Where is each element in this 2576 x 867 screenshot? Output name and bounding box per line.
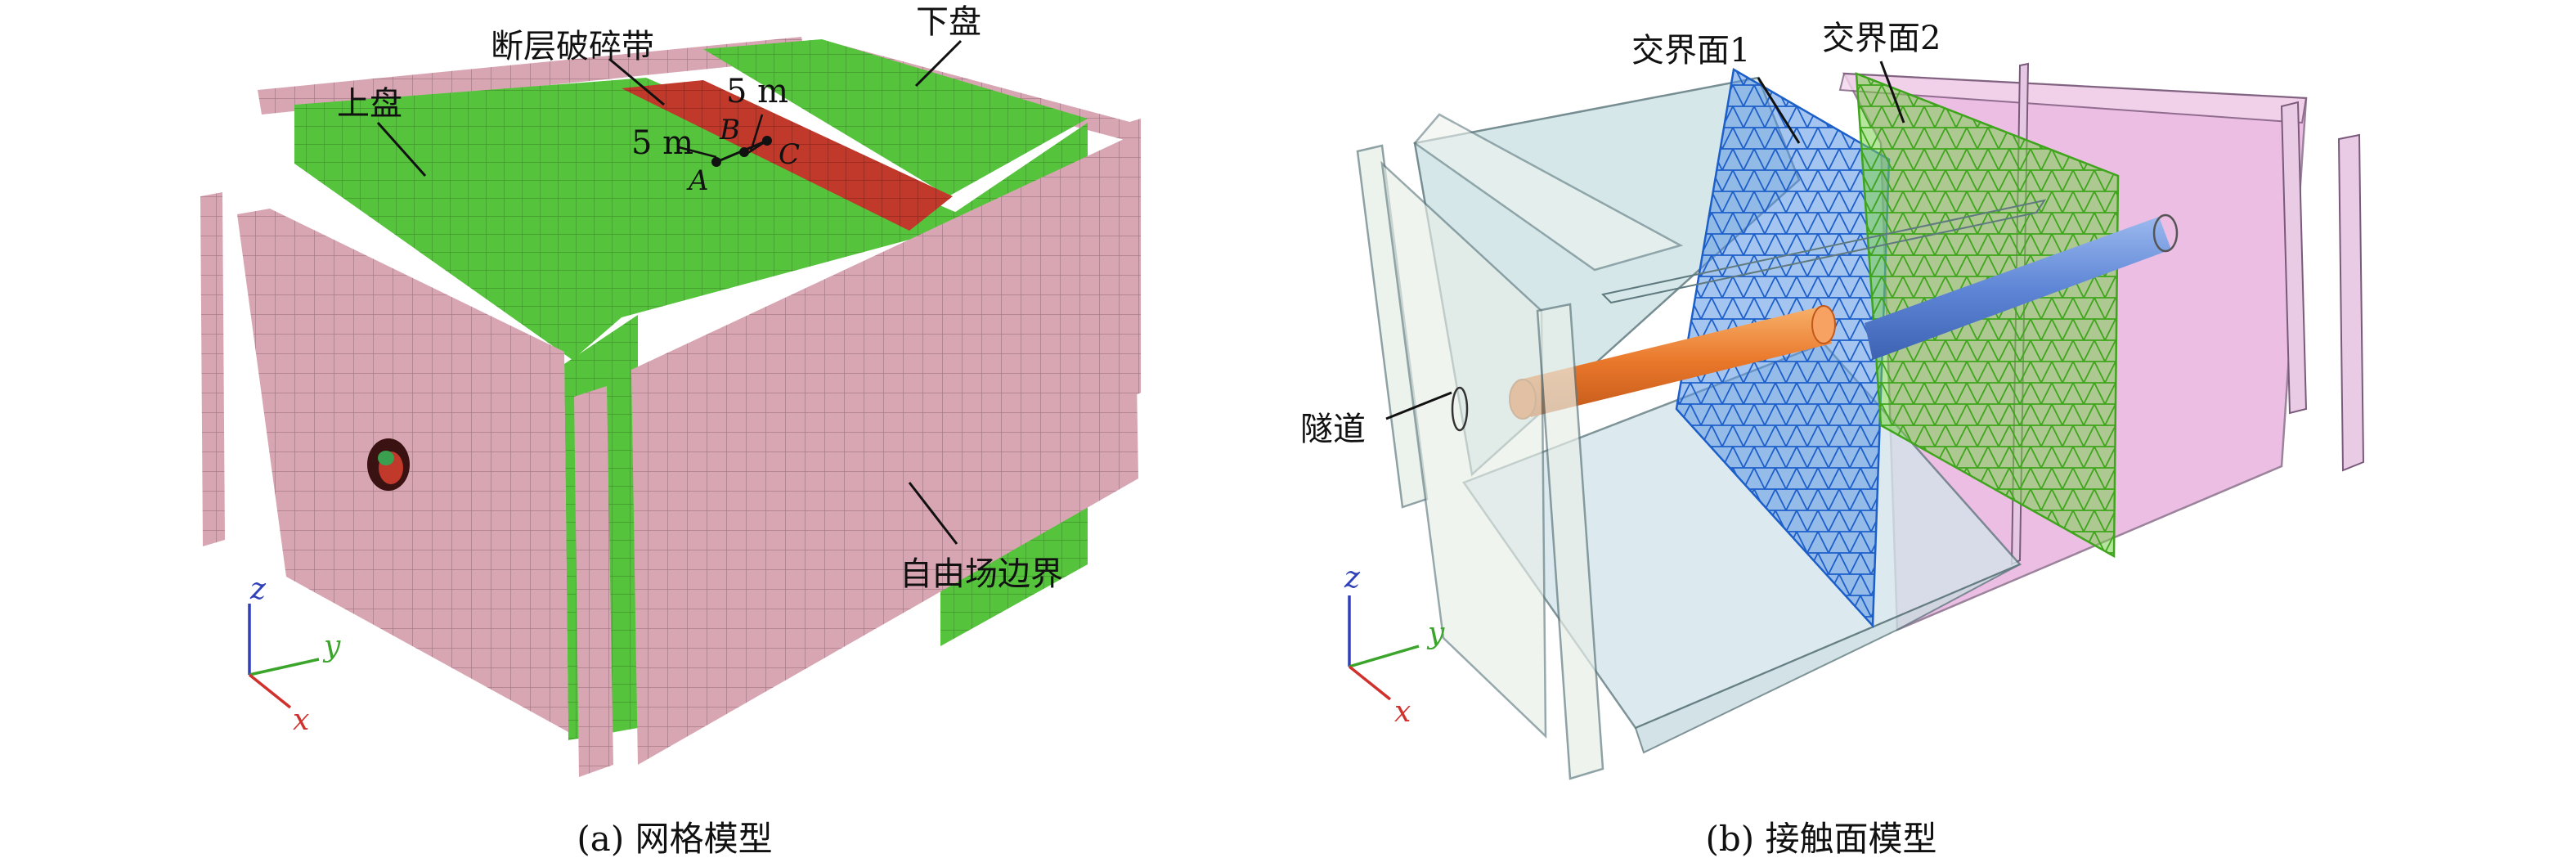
axis-y-label-b: y (1426, 617, 1445, 650)
axis-x-label-b: x (1394, 695, 1411, 729)
caption-b: (b) 接触面模型 (1705, 819, 1936, 859)
label-5m-top: 5 m (726, 73, 788, 110)
panel-a-mesh-model: 5 m 5 m A B C 上盘 断层破碎带 下盘 自由场边界 z y x (a… (200, 3, 1141, 859)
label-5m-left: 5 m (631, 124, 693, 162)
label-point-b: B (719, 114, 740, 146)
label-interface-1: 交界面1 (1631, 32, 1750, 70)
label-point-a: A (686, 164, 709, 197)
axis-x-label: x (293, 703, 309, 737)
label-point-c: C (779, 138, 800, 171)
panel-b-contact-model: 交界面1 交界面2 隧道 z y x (b) 接触面模型 (1300, 20, 2365, 859)
label-tunnel: 隧道 (1300, 411, 1366, 448)
axis-z-label-b: z (1344, 561, 1361, 595)
tunnel-front-segment (1517, 307, 1832, 417)
tunnel-back-segment (1865, 217, 2171, 360)
axis-y-label: y (322, 630, 341, 663)
front-right-slab (1536, 303, 1604, 780)
front-slab-mid (1380, 160, 1547, 739)
axis-triad-a: z y x (248, 573, 341, 737)
axis-triad-b: z y x (1344, 561, 1445, 729)
label-interface-2: 交界面2 (1822, 20, 1941, 57)
caption-a: (a) 网格模型 (577, 819, 772, 859)
label-footwall: 下盘 (916, 3, 981, 41)
label-hanging-wall: 上盘 (337, 85, 402, 123)
front-slab-frame (1413, 113, 1684, 272)
axis-z-label: z (249, 573, 267, 606)
label-fault-zone: 断层破碎带 (491, 28, 654, 65)
label-free-field-boundary: 自由场边界 (900, 555, 1063, 593)
